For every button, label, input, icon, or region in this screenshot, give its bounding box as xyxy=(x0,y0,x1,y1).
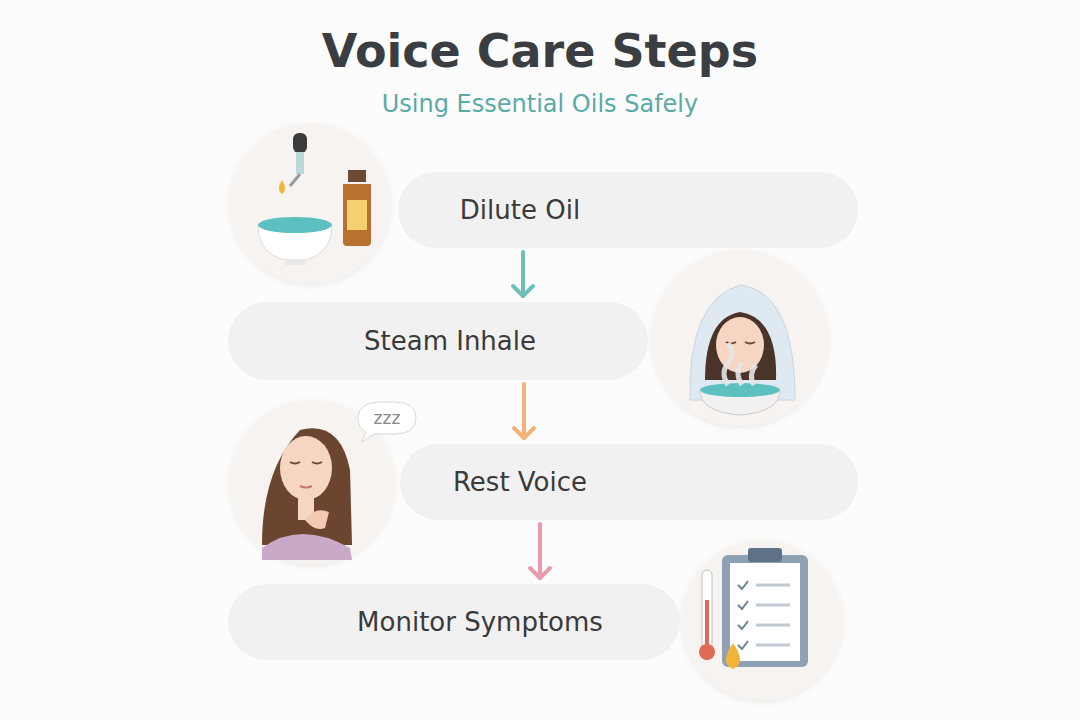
step-label: Rest Voice xyxy=(453,467,587,497)
diagram-title: Voice Care Steps xyxy=(0,24,1080,78)
steam-icon xyxy=(652,250,828,426)
dilute-icon xyxy=(230,123,390,283)
step-pill: Steam Inhale xyxy=(228,302,648,380)
step-label: Steam Inhale xyxy=(364,326,536,356)
flow-arrow xyxy=(513,252,533,296)
step-pill: Dilute Oil xyxy=(398,172,858,248)
flow-arrow xyxy=(530,524,550,578)
step-label: Monitor Symptoms xyxy=(357,607,603,637)
rest-icon xyxy=(230,400,416,564)
step-label: Dilute Oil xyxy=(460,195,580,225)
step-pill: Monitor Symptoms xyxy=(228,584,680,660)
subtitle: Using Essential Oils Safely xyxy=(382,90,698,118)
monitor-icon xyxy=(682,540,842,700)
bubble-text: zzz xyxy=(374,408,401,428)
flow-arrow xyxy=(514,384,534,438)
step-pill: Rest Voice xyxy=(400,444,858,520)
